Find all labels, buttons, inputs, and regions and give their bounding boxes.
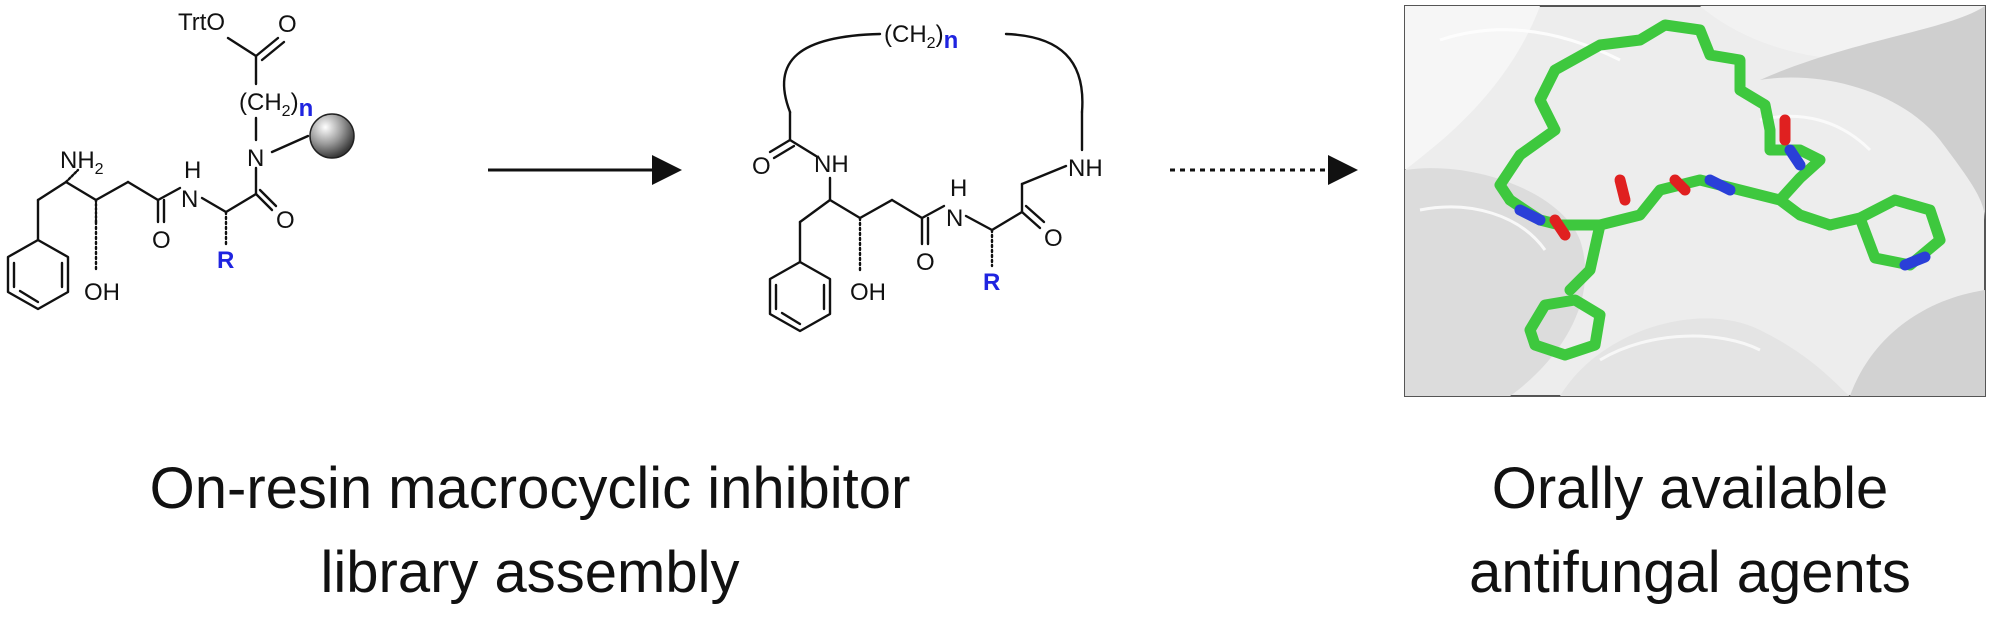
macrocycle-chain — [1494, 19, 1826, 206]
caption-left-line2: library assembly — [321, 540, 740, 605]
product-o-left-label: O — [752, 153, 771, 180]
hydroxyl-oxygen — [1614, 174, 1631, 206]
product-amide-o-label: O — [916, 249, 935, 276]
caption-right-line2: antifungal agents — [1469, 540, 1911, 605]
macrocycle-tether-right — [1004, 32, 1084, 114]
product-r-group: R — [983, 269, 1000, 296]
amide-nitrogen-center — [1704, 174, 1736, 196]
reactant-o-right-label: O — [276, 207, 295, 234]
reactant-ch2-label: (CH2)n — [239, 89, 313, 122]
product-o-right-label: O — [1044, 225, 1063, 252]
macrocycle-tether-left — [782, 32, 882, 114]
resin-bead-icon — [309, 113, 355, 159]
reactant-benzene-ring — [6, 238, 70, 311]
reactant-nh2-label: NH2 — [60, 147, 104, 178]
reactant-amide-n-label: N — [181, 186, 198, 213]
caption-right-line1: Orally available — [1492, 456, 1889, 521]
binding-pose-panel — [1404, 5, 1986, 397]
reactant-o-top-label: O — [278, 11, 297, 38]
ligand-pyridyl-ring — [1824, 194, 1946, 271]
product-nh-right-label: NH — [1068, 155, 1103, 182]
product-nh-left-label: NH — [814, 151, 849, 178]
amide-nitrogen-left — [1514, 204, 1546, 226]
pyridyl-nitrogen — [1899, 251, 1931, 271]
carbonyl-oxygen — [1669, 174, 1691, 196]
amide-oxygen-left — [1549, 214, 1571, 241]
product-amide-n-label: N — [946, 205, 963, 232]
ligand-phenyl-ring — [1524, 219, 1606, 361]
reactant-amide-h-label: H — [184, 157, 201, 184]
caption-left-line1: On-resin macrocyclic inhibitor — [150, 456, 911, 521]
reactant-amide-o-label: O — [152, 227, 171, 254]
product-amide-h-label: H — [950, 175, 967, 202]
reactant-oh-label: OH — [84, 279, 120, 306]
product-oh-label: OH — [850, 279, 886, 306]
reactant-structure: NH2 OH O N H R O N (CH2)n TrtO O — [6, 9, 355, 311]
product-structure: (CH2)n O NH OH O N H R O — [752, 21, 1103, 333]
ligand-sticks — [1494, 19, 1946, 361]
product-ch2-label: (CH2)n — [884, 21, 958, 54]
reactant-n-atom-label: N — [247, 145, 264, 172]
product-benzene-ring — [768, 260, 832, 333]
reactant-trto-label: TrtO — [178, 9, 225, 36]
amide-nitrogen-right — [1784, 144, 1806, 171]
reactant-r-group: R — [217, 247, 234, 274]
